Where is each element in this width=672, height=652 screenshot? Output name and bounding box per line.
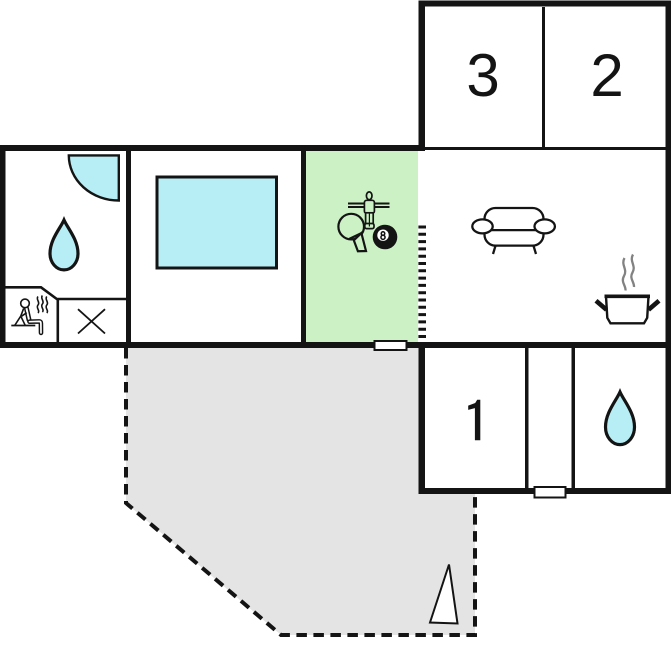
svg-text:3: 3 bbox=[466, 42, 499, 109]
svg-text:2: 2 bbox=[590, 42, 623, 109]
